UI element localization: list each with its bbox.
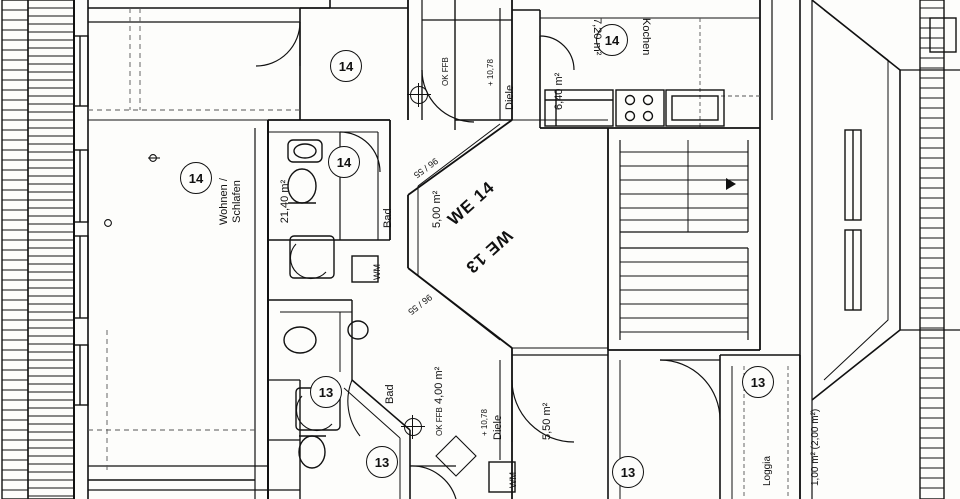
room-label-wohnen-schlafen: Wohnen / Schlafen 21,40 m² — [182, 178, 291, 371]
level-code: OK FFB — [441, 57, 450, 86]
room-name: Wohnen / Schlafen — [218, 178, 243, 225]
room-marker-flur-unten: 13 — [366, 446, 398, 478]
unit-label-we13: WE 13 — [461, 225, 516, 278]
room-label-bad-oben: Bad 5,00 m² — [346, 191, 443, 361]
room-area: 4,00 m² — [432, 366, 445, 404]
unit-label-we14: WE 14 — [444, 177, 499, 230]
room-name: Kochen — [640, 18, 652, 56]
room-marker-loggia: 13 — [742, 366, 774, 398]
level-value: + 10,78 — [479, 409, 489, 436]
room-name: Bad — [384, 384, 396, 404]
room-marker-bad-unten: 13 — [310, 376, 342, 408]
room-area: 21,40 m² — [279, 179, 292, 224]
room-label-bad-unten: Bad 4,00 m² — [348, 367, 445, 499]
marker-label: 14 — [336, 154, 352, 170]
appliance-wm-bad-oben: WM — [372, 264, 382, 280]
level-code: OK FFB — [435, 407, 444, 436]
marker-label: 13 — [620, 464, 636, 480]
appliance-wm-diele-unten: WM — [508, 472, 518, 488]
room-area: 6,40 m² — [552, 72, 565, 110]
room-marker-flur-oben: 14 — [330, 50, 362, 82]
room-marker-bad-oben: 14 — [328, 146, 360, 178]
marker-label: 13 — [750, 374, 766, 390]
room-label-diele-unten: Diele 5,50 m² — [456, 403, 553, 499]
room-area: 7,20 m² — [591, 18, 604, 56]
room-marker-zimmer-unten: 13 — [612, 456, 644, 488]
room-name: Bad — [382, 208, 394, 228]
level-value: + 10,78 — [485, 59, 495, 86]
level-mark-unten: OK FFB + 10,78 — [400, 407, 489, 499]
marker-label: 14 — [188, 170, 204, 186]
dimension-unten: 96 / 55 — [406, 292, 434, 317]
room-area: 5,50 m² — [540, 402, 553, 440]
room-area: 1,00 m² (2,00 m²) — [809, 408, 821, 486]
marker-label: 13 — [318, 384, 334, 400]
room-marker-kochen: 14 — [596, 24, 628, 56]
marker-label: 13 — [374, 454, 390, 470]
level-mark-oben: OK FFB + 10,78 — [406, 57, 495, 212]
marker-label: 14 — [604, 32, 620, 48]
room-marker-wohnen: 14 — [180, 162, 212, 194]
marker-label: 14 — [338, 58, 354, 74]
room-label-loggia: Loggia 1,00 m² (2,00 m²) — [726, 409, 821, 499]
dimension-oben: 96 / 55 — [411, 155, 440, 181]
room-name: Loggia — [762, 455, 773, 486]
room-label-kochen: Kochen 7,20 m² — [591, 18, 725, 151]
level-symbol-unten — [401, 415, 425, 439]
level-symbol-oben — [407, 83, 431, 107]
